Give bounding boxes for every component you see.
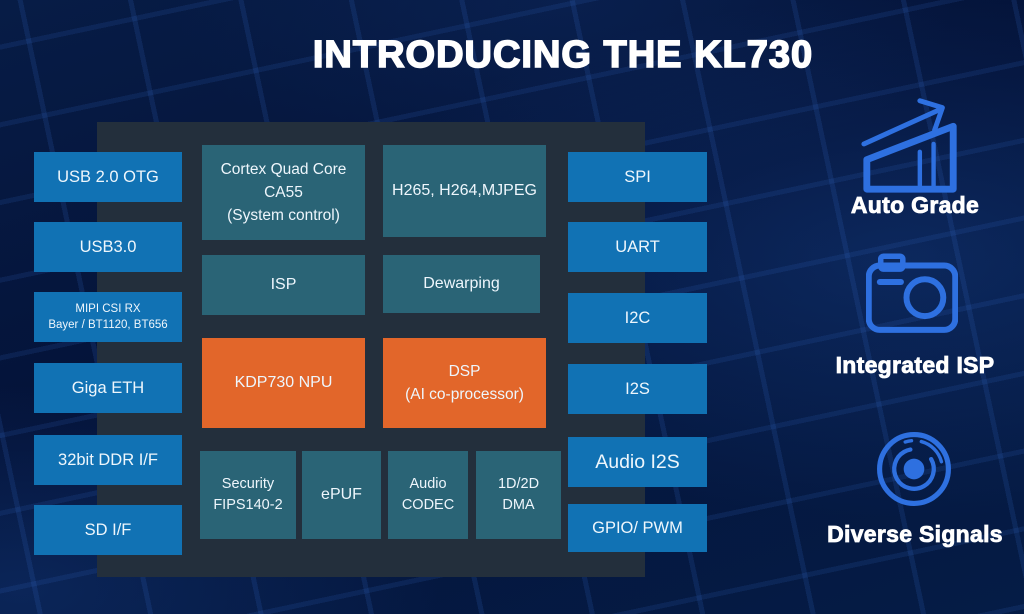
block-label-line2: CA55 [264,183,303,201]
block-gpio-pwm: GPIO/ PWM [568,504,707,552]
block-giga-eth: Giga ETH [34,363,182,413]
block-uart: UART [568,222,707,272]
block-label: ISP [270,276,297,294]
block-sd-if: SD I/F [34,505,182,555]
block-spi: SPI [568,152,707,202]
concentric-signal-icon [871,426,957,512]
block-mipi-csi-rx: MIPI CSI RX Bayer / BT1120, BT656 [34,292,182,342]
block-label-line2: DMA [502,497,535,513]
block-label: SD I/F [84,520,132,539]
block-i2c: I2C [568,293,707,343]
block-usb30: USB3.0 [34,222,182,272]
block-label-line1: Audio [409,475,447,492]
camera-icon [866,253,958,335]
block-label-line2: Bayer / BT1120, BT656 [48,319,168,331]
block-security-fips: Security FIPS140-2 [200,451,296,539]
feature-label-auto-grade: Auto Grade [850,192,980,219]
feature-label-integrated-isp: Integrated ISP [835,352,995,379]
block-dewarping: Dewarping [383,255,540,313]
growth-ramp-arrow-icon [857,90,965,194]
block-cortex-ca55: Cortex Quad Core CA55 (System control) [202,145,365,240]
block-audio-i2s: Audio I2S [568,437,707,487]
block-label: I2C [624,308,651,327]
page-title: INTRODUCING THE KL730 [312,33,814,77]
block-label: SPI [624,167,651,186]
block-1d2d-dma: 1D/2D DMA [476,451,561,539]
block-kdp730-npu: KDP730 NPU [202,338,365,428]
block-i2s: I2S [568,364,707,414]
block-label: UART [615,237,660,256]
block-label: Audio I2S [595,450,680,473]
block-label: KDP730 NPU [234,374,333,392]
block-epuf: ePUF [302,451,381,539]
block-label: Dewarping [423,275,500,293]
feature-label-diverse-signals: Diverse Signals [827,521,1003,548]
block-label-line1: Cortex Quad Core [220,160,347,178]
block-label: USB 2.0 OTG [57,167,159,186]
block-label: I2S [625,379,650,398]
block-video-codec: H265, H264,MJPEG [383,145,546,237]
block-label-line1: DSP [448,362,481,380]
block-label-line1: Security [221,475,275,492]
block-label: Giga ETH [71,378,145,397]
block-label-line2: FIPS140-2 [213,497,283,513]
block-label-line2: CODEC [401,497,455,513]
block-32bit-ddr: 32bit DDR I/F [34,435,182,485]
block-label-line2: (AI co-processor) [405,386,524,403]
block-label-line3: (System control) [227,207,340,225]
block-audio-codec: Audio CODEC [388,451,468,539]
block-usb20-otg: USB 2.0 OTG [34,152,182,202]
block-label-line1: 1D/2D [497,475,540,492]
block-label: ePUF [321,486,362,504]
block-label: H265, H264,MJPEG [392,182,537,200]
block-label-line1: MIPI CSI RX [75,302,141,315]
block-label: 32bit DDR I/F [58,450,158,469]
block-label: GPIO/ PWM [592,518,683,537]
block-dsp-coprocessor: DSP (AI co-processor) [383,338,546,428]
block-label: USB3.0 [79,237,137,256]
block-isp: ISP [202,255,365,315]
